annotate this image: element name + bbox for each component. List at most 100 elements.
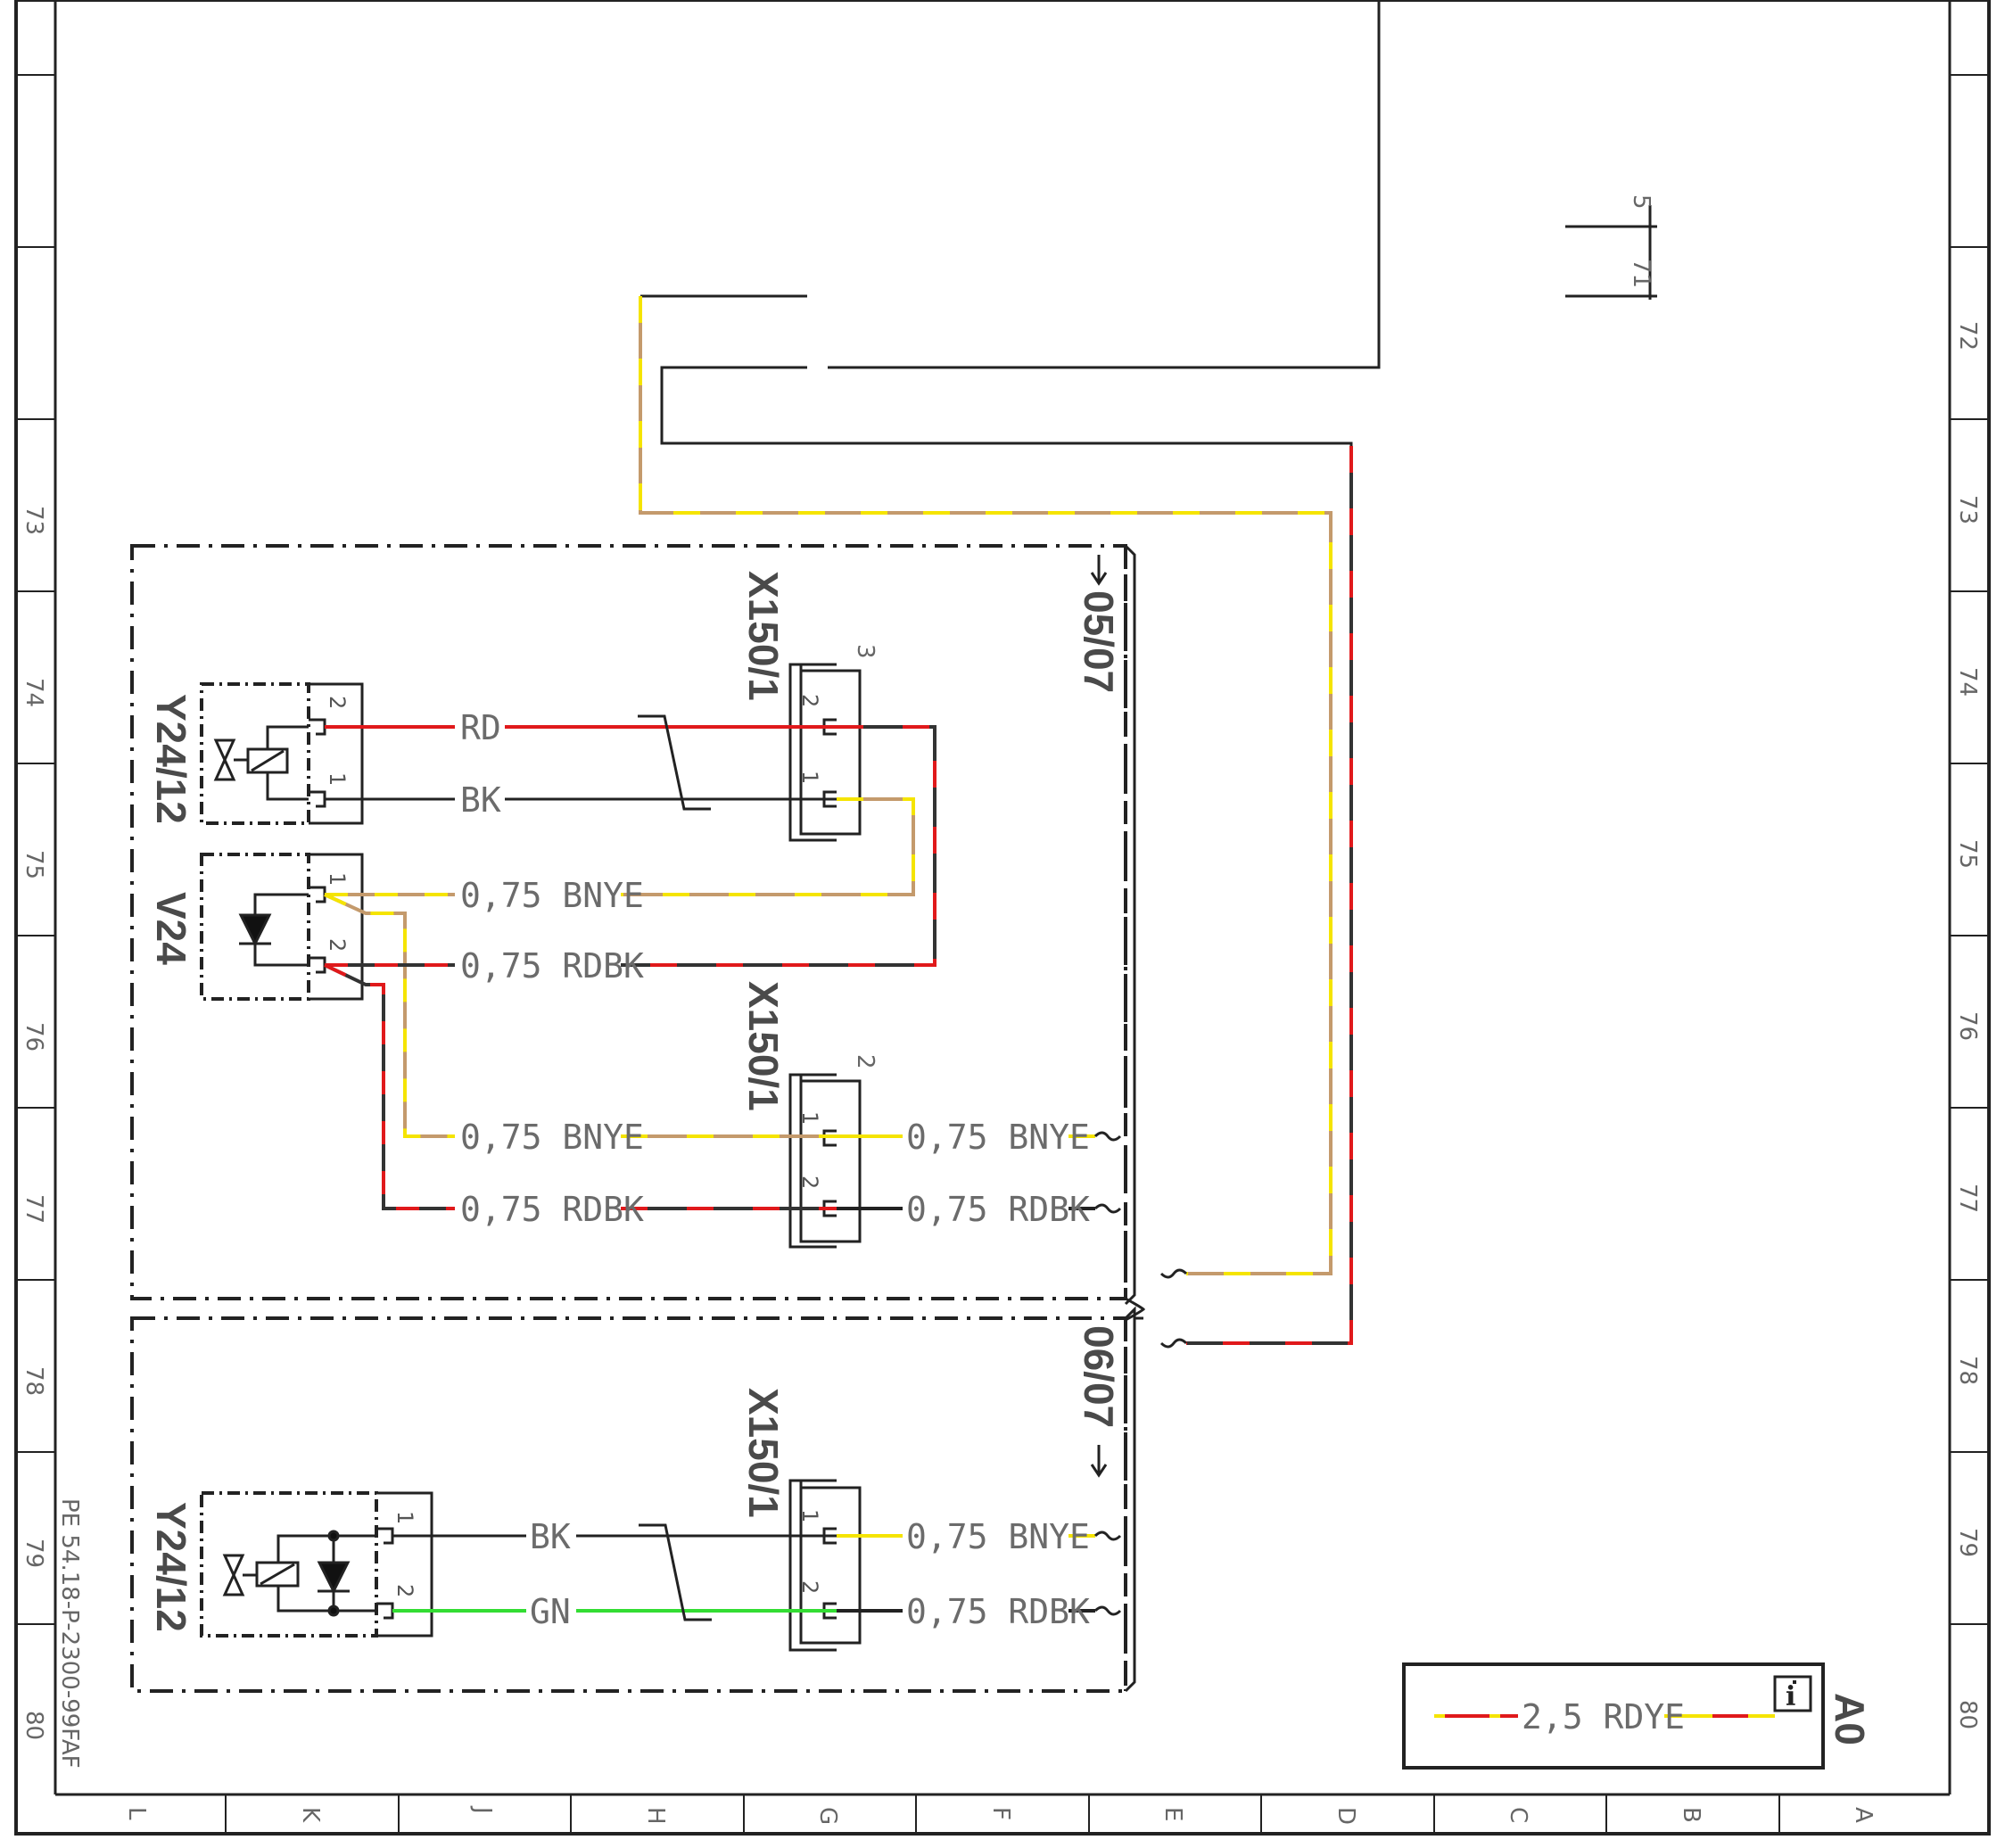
row-markers-right: 72 73 74 75 76 77 78 79 80 [1954, 321, 1981, 1729]
component-label: Y24/12 [148, 694, 194, 824]
row-marker: 73 [1954, 495, 1981, 524]
pin-number: 1 [797, 1111, 822, 1125]
row-marker: 75 [1954, 839, 1981, 869]
connector-x150-1-middle: X150/1 2 1 2 [740, 981, 879, 1249]
solenoid-valve-icon [222, 1534, 376, 1613]
section-label: 06/07 [1076, 1325, 1122, 1428]
component-y24-12-top: Y24/12 2 1 [148, 682, 364, 825]
solenoid-valve-icon [213, 725, 309, 801]
col-marker: C [1505, 1807, 1531, 1823]
col-marker: D [1333, 1807, 1359, 1825]
row-marker: 77 [1954, 1184, 1981, 1213]
component-label: V24 [148, 892, 194, 965]
twisted-pair-mark [639, 1523, 712, 1621]
wire-label: BK [460, 780, 501, 820]
arrow-down-icon [1090, 555, 1108, 586]
pin-number: 2 [325, 696, 350, 709]
wire-label: GN [530, 1592, 571, 1631]
ref-number: 71 [1628, 259, 1654, 288]
component-label: Y24/12 [148, 1502, 194, 1632]
pin-number: 2 [325, 938, 350, 952]
diode-icon [238, 893, 309, 967]
pin-number: 1 [797, 771, 822, 784]
column-markers: L K J H G F E D C B A [123, 1805, 1877, 1825]
pin-number: 2 [797, 1176, 822, 1189]
connector-label: X150/1 [740, 571, 787, 701]
connector-label: X150/1 [740, 1388, 787, 1518]
top-black-wires [640, 0, 1381, 499]
feed-wire-ends [1159, 1268, 1188, 1349]
legend-label: 2,5 RDYE [1522, 1697, 1685, 1737]
col-marker: J [469, 1805, 496, 1814]
diode-icon [317, 1530, 351, 1617]
wire-label: BK [530, 1517, 571, 1556]
arrow-down-icon [1090, 1445, 1108, 1478]
connector-label: X150/1 [740, 981, 787, 1111]
wire-label: 0,75 BNYE [906, 1517, 1090, 1556]
pin-number: 2 [392, 1584, 417, 1597]
col-marker: F [987, 1807, 1014, 1820]
connector-x150-1-bottom: X150/1 1 2 [740, 1388, 862, 1652]
row-marker: 76 [21, 1022, 47, 1052]
col-marker: K [297, 1807, 324, 1823]
row-marker: 80 [21, 1711, 47, 1740]
row-marker: 74 [21, 678, 47, 707]
pin-number: 2 [797, 1580, 822, 1594]
drawing-frame [14, 0, 1991, 1836]
connector-x150-1-top: X150/1 3 2 1 [740, 571, 879, 842]
component-y24-12-bottom: Y24/12 1 2 [148, 1491, 433, 1638]
connector-number: 2 [852, 1054, 879, 1069]
section-06-07: 06/07 [130, 1306, 1143, 1693]
wire-loop-bnye [621, 797, 915, 896]
row-marker: 78 [1954, 1356, 1981, 1385]
row-marker: 72 [1954, 321, 1981, 351]
row-marker: 79 [1954, 1528, 1981, 1557]
row-marker: 80 [1954, 1700, 1981, 1729]
wire-label: 0,75 RDBK [906, 1190, 1090, 1229]
wire-loop-rdbk [621, 725, 936, 967]
section-05-07: 05/07 [130, 544, 1136, 1306]
col-marker: L [123, 1807, 150, 1820]
feed-wire-bnye [639, 296, 1333, 1275]
wire-label: 0,75 RDBK [460, 1190, 644, 1229]
section-label: 05/07 [1076, 590, 1122, 693]
wire-label: 0,75 RDBK [460, 946, 644, 986]
col-marker: G [814, 1807, 841, 1825]
pin-number: 1 [797, 1509, 822, 1522]
wire-label: 0,75 BNYE [460, 876, 644, 915]
pin-number: 1 [325, 872, 350, 886]
ref-number: 5 [1628, 194, 1654, 210]
connector-number: 3 [852, 644, 879, 659]
section-brace [1125, 1297, 1146, 1322]
row-marker: 77 [21, 1194, 47, 1224]
document-id: PE 54.18-P-2300-99FAF [56, 1498, 83, 1769]
row-marker: 79 [21, 1539, 47, 1568]
col-marker: H [642, 1807, 669, 1825]
wire-v24-bnye [324, 893, 455, 1138]
row-marker: 75 [21, 850, 47, 879]
wire-label: 0,75 BNYE [906, 1118, 1090, 1157]
col-marker: B [1678, 1807, 1704, 1823]
wire-bottom-out [837, 1530, 1122, 1616]
sheet-label: A0 [1827, 1693, 1873, 1745]
row-marker: 76 [1954, 1011, 1981, 1041]
wire-label: 0,75 BNYE [460, 1118, 644, 1157]
wire-v24-rdbk [324, 963, 455, 1210]
wire-labels: RD BK 0,75 BNYE 0,75 RDBK 0,75 BNYE 0,75… [460, 708, 1090, 1631]
component-v24: V24 1 2 [148, 853, 364, 1001]
info-icon: i [1773, 1675, 1812, 1712]
top-ref-marks: 5 71 [1565, 194, 1657, 300]
twisted-pair-mark [638, 714, 711, 811]
col-marker: A [1850, 1807, 1877, 1823]
wire-label: RD [460, 708, 501, 747]
row-markers-left: 73 74 75 76 77 78 79 80 [21, 506, 47, 1740]
pin-number: 2 [797, 694, 822, 707]
row-marker: 73 [21, 506, 47, 535]
wire-mid-out [837, 1131, 1122, 1214]
pin-number: 1 [325, 772, 350, 786]
svg-text:i: i [1786, 1681, 1795, 1712]
legend-box: 2,5 RDYE i A0 [1402, 1662, 1873, 1770]
wire-label: 0,75 RDBK [906, 1592, 1090, 1631]
row-marker: 74 [1954, 667, 1981, 697]
